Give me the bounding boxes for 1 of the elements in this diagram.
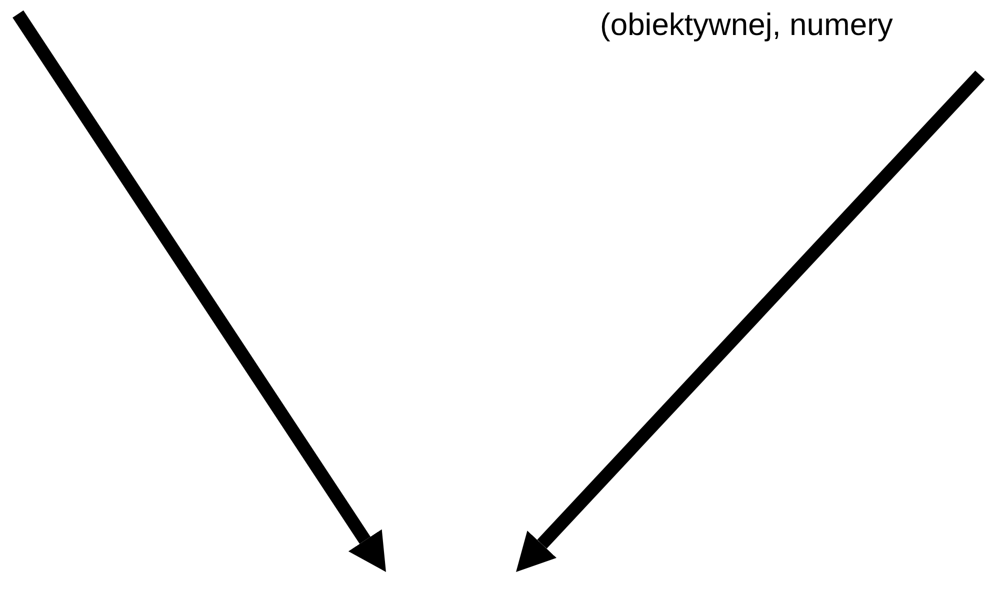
annotation-text: (obiektywnej, numery [600, 6, 893, 44]
